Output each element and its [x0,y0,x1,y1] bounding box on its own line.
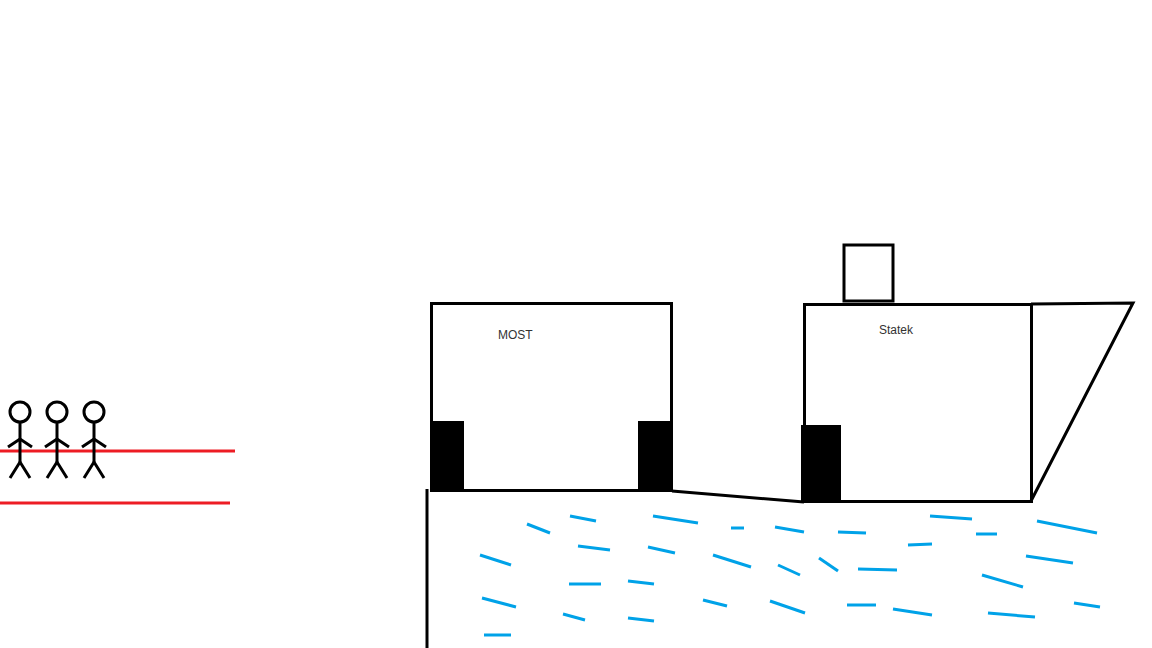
shore-and-ship-parts [427,245,1133,648]
black-blocks [432,421,841,501]
stick-figures [8,402,106,478]
box-label: Statek [879,323,913,337]
bridge-box: MOST [430,302,673,492]
connector-line [672,491,804,502]
red-lines [0,451,235,503]
water-waves [480,516,1100,635]
box-label: MOST [498,328,533,342]
ship-box: Statek [803,303,1033,503]
